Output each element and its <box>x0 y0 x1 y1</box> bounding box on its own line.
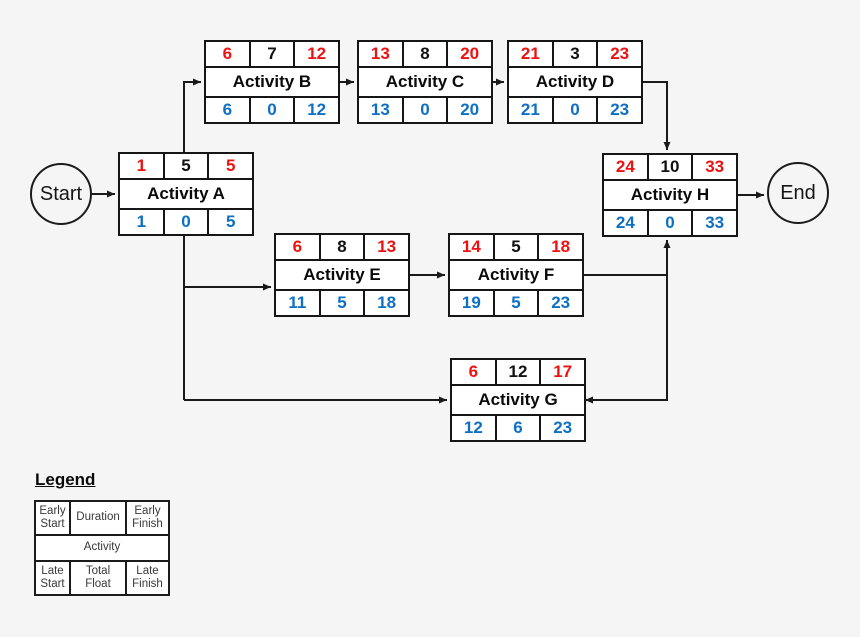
node-activity-h: 24 10 33 Activity H 24 0 33 <box>602 153 738 237</box>
duration-value: 12 <box>494 360 540 384</box>
late-finish-value: 23 <box>596 98 641 122</box>
activity-label: Activity D <box>535 72 615 91</box>
late-start-value: 13 <box>370 100 390 119</box>
start-label: Start <box>39 182 83 205</box>
activity-label: Activity H <box>630 185 710 204</box>
duration-value: 8 <box>318 235 364 259</box>
node-activity-g: 6 12 17 Activity G 12 6 23 <box>450 358 586 442</box>
early-finish-value: 17 <box>539 360 584 384</box>
early-start-value: 13 <box>370 44 390 63</box>
legend-activity: Activity <box>83 541 121 554</box>
node-activity-a: 1 5 5 Activity A 1 0 5 <box>118 152 254 236</box>
early-finish-value: 18 <box>537 235 582 259</box>
legend-late-start: Late Start <box>40 564 65 590</box>
node-activity-c: 13 8 20 Activity C 13 0 20 <box>357 40 493 124</box>
legend-early-finish: Early Finish <box>125 502 168 534</box>
duration-value: 8 <box>401 42 447 66</box>
total-float-value: 0 <box>162 210 208 234</box>
early-start-value: 21 <box>520 44 540 63</box>
legend-late-finish: Late Finish <box>125 562 168 594</box>
total-float-value: 0 <box>646 211 692 235</box>
late-start-value: 19 <box>461 293 481 312</box>
total-float-value: 5 <box>492 291 538 315</box>
late-finish-value: 23 <box>537 291 582 315</box>
end-node: End <box>767 162 829 224</box>
total-float-value: 0 <box>401 98 447 122</box>
early-finish-value: 23 <box>596 42 641 66</box>
late-finish-value: 33 <box>691 211 736 235</box>
duration-value: 10 <box>646 155 692 179</box>
end-label: End <box>780 181 816 204</box>
edge-a-b <box>183 78 201 152</box>
late-start-value: 12 <box>463 418 483 437</box>
edge-junction-g <box>585 275 668 404</box>
late-finish-value: 12 <box>293 98 338 122</box>
legend-duration: Duration <box>69 502 125 534</box>
duration-value: 5 <box>492 235 538 259</box>
late-start-value: 6 <box>222 100 233 119</box>
node-activity-d: 21 3 23 Activity D 21 0 23 <box>507 40 643 124</box>
total-float-value: 6 <box>494 416 540 440</box>
node-activity-e: 6 8 13 Activity E 11 5 18 <box>274 233 410 317</box>
legend-early-start: Early Start <box>39 504 66 530</box>
duration-value: 7 <box>248 42 294 66</box>
early-start-value: 6 <box>468 362 479 381</box>
late-start-value: 24 <box>615 213 635 232</box>
early-start-value: 6 <box>222 44 233 63</box>
activity-label: Activity G <box>478 390 558 409</box>
total-float-value: 5 <box>318 291 364 315</box>
activity-label: Activity E <box>303 265 381 284</box>
node-activity-f: 14 5 18 Activity F 19 5 23 <box>448 233 584 317</box>
early-start-value: 14 <box>461 237 481 256</box>
early-finish-value: 12 <box>293 42 338 66</box>
early-finish-value: 33 <box>691 155 736 179</box>
late-finish-value: 20 <box>446 98 491 122</box>
late-start-value: 21 <box>520 100 540 119</box>
total-float-value: 0 <box>551 98 597 122</box>
activity-label: Activity A <box>147 184 225 203</box>
start-node: Start <box>30 163 92 225</box>
late-finish-value: 23 <box>539 416 584 440</box>
duration-value: 3 <box>551 42 597 66</box>
legend-table: Early Start Duration Early Finish Activi… <box>34 500 170 596</box>
early-start-value: 6 <box>292 237 303 256</box>
legend-title: Legend <box>35 470 96 489</box>
late-start-value: 1 <box>136 212 147 231</box>
activity-label: Activity C <box>385 72 465 91</box>
activity-label: Activity B <box>232 72 312 91</box>
early-finish-value: 20 <box>446 42 491 66</box>
early-start-value: 24 <box>615 157 635 176</box>
early-finish-value: 5 <box>207 154 252 178</box>
late-finish-value: 18 <box>363 291 408 315</box>
total-float-value: 0 <box>248 98 294 122</box>
late-finish-value: 5 <box>207 210 252 234</box>
late-start-value: 11 <box>288 293 307 312</box>
edge-d-h <box>639 81 671 150</box>
duration-value: 5 <box>162 154 208 178</box>
node-activity-b: 6 7 12 Activity B 6 0 12 <box>204 40 340 124</box>
early-start-value: 1 <box>136 156 147 175</box>
legend-total-float: Total Float <box>69 562 125 594</box>
early-finish-value: 13 <box>363 235 408 259</box>
activity-label: Activity F <box>477 265 555 284</box>
